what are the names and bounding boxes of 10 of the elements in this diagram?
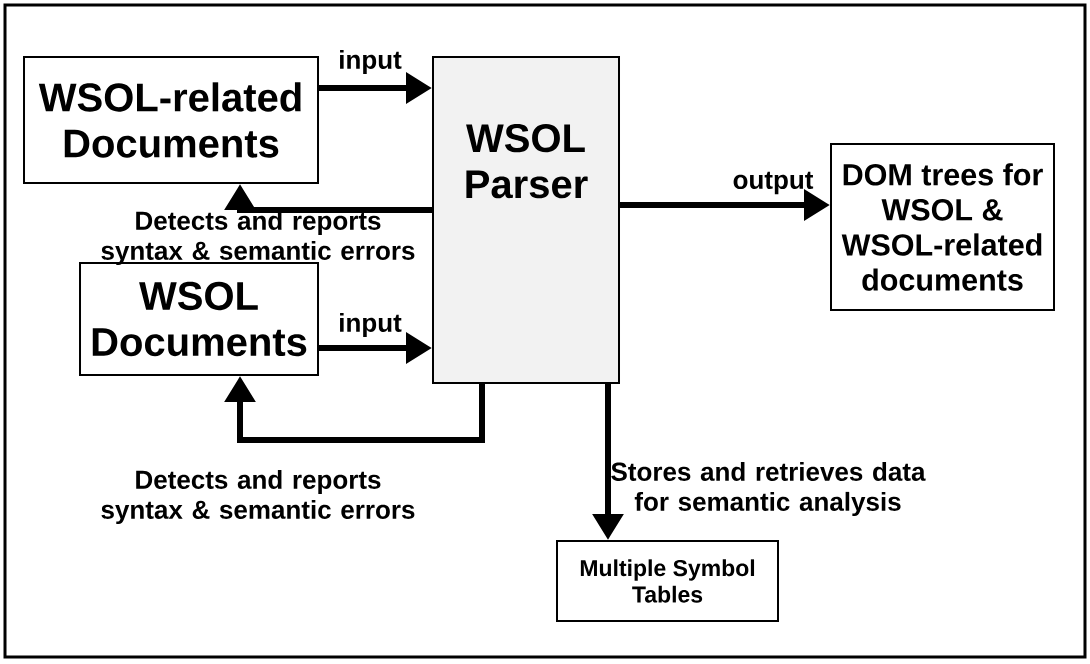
parser-box: WSOL Parser (432, 56, 620, 384)
edge-label: Stores and retrieves data for semantic analysis (611, 461, 926, 517)
edge-label: output (733, 171, 814, 195)
document-box: Multiple Symbol Tables (556, 540, 779, 622)
edge-label: Detects and reports syntax & semantic errors (101, 469, 415, 525)
document-box: WSOL Documents (79, 262, 319, 376)
edge-label: input (340, 312, 402, 338)
edge-label: input (340, 49, 402, 75)
document-box: WSOL-related Documents (23, 56, 319, 184)
document-box: DOM trees for WSOL & WSOL-related documents (830, 143, 1055, 311)
